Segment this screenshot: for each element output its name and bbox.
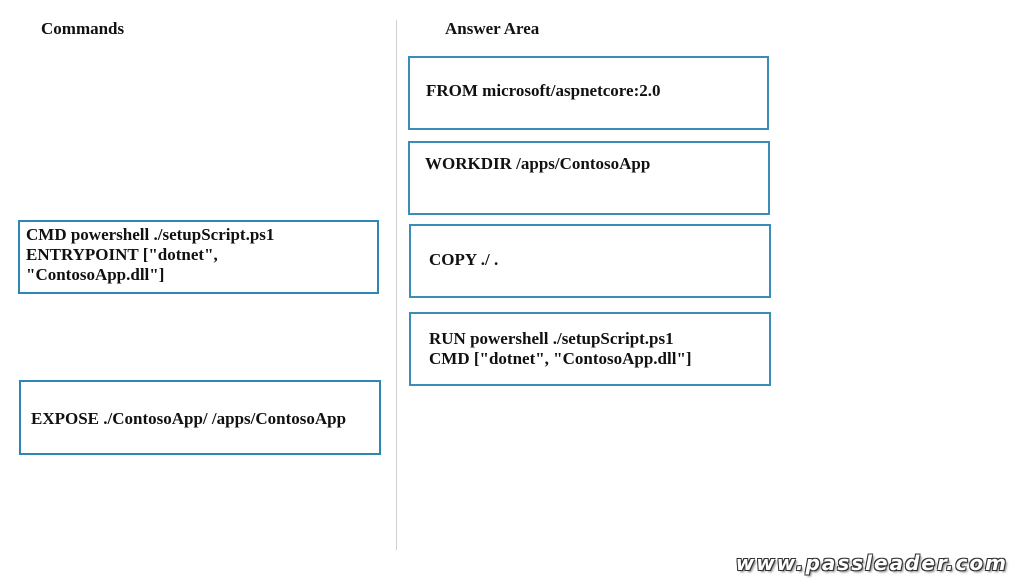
answer-item-run-cmd[interactable]: RUN powershell ./setupScript.ps1 CMD ["d… — [409, 312, 771, 386]
command-item-expose[interactable]: EXPOSE ./ContosoApp/ /apps/ContosoApp — [19, 380, 381, 455]
answer-item-from[interactable]: FROM microsoft/aspnetcore:2.0 — [408, 56, 769, 130]
commands-heading: Commands — [41, 19, 125, 38]
answer-item-line: CMD ["dotnet", "ContosoApp.dll"] — [429, 349, 692, 368]
watermark: www.passleader.com — [735, 551, 1008, 575]
command-item-line: EXPOSE ./ContosoApp/ /apps/ContosoApp — [31, 409, 347, 428]
command-item-line: "ContosoApp.dll"] — [26, 265, 165, 284]
answer-item-line: FROM microsoft/aspnetcore:2.0 — [426, 81, 661, 100]
column-divider — [396, 20, 397, 550]
answer-item-line: RUN powershell ./setupScript.ps1 — [429, 329, 674, 348]
command-item-line: ENTRYPOINT ["dotnet", — [26, 245, 218, 264]
answer-area-heading: Answer Area — [445, 19, 540, 38]
answer-item-copy[interactable]: COPY ./ . — [409, 224, 771, 298]
command-item-line: CMD powershell ./setupScript.ps1 — [26, 225, 275, 244]
answer-item-line: COPY ./ . — [429, 250, 499, 269]
command-item-cmd-entrypoint[interactable]: CMD powershell ./setupScript.ps1 ENTRYPO… — [18, 220, 379, 294]
answer-item-line: WORKDIR /apps/ContosoApp — [425, 154, 651, 173]
answer-item-workdir[interactable]: WORKDIR /apps/ContosoApp — [408, 141, 770, 215]
